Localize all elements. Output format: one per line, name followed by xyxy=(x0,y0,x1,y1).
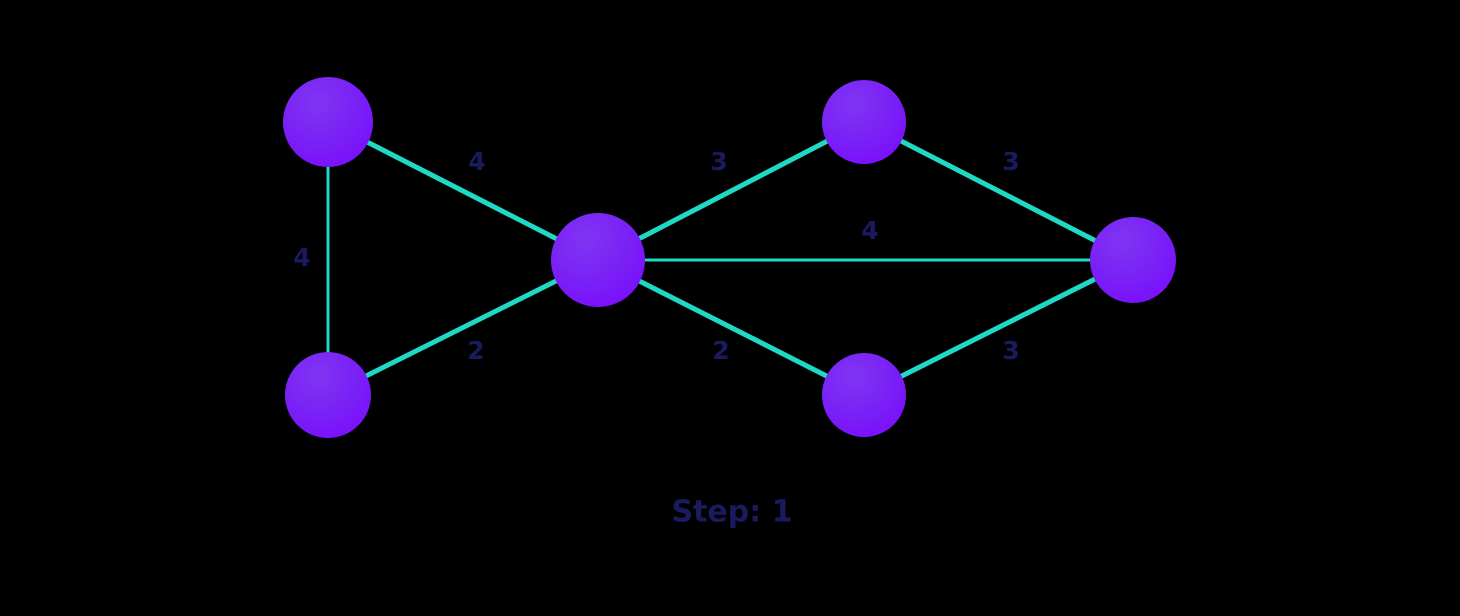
graph-edge xyxy=(325,257,601,398)
nodes-layer xyxy=(283,77,1176,438)
edge-weight-label: 4 xyxy=(861,216,878,245)
graph-step-title: Step: 1 xyxy=(671,495,792,530)
edge-weight-label: 3 xyxy=(710,147,727,176)
graph-node[interactable] xyxy=(285,352,371,438)
graph-node[interactable] xyxy=(1090,217,1176,303)
graph-edge xyxy=(325,119,601,263)
edge-weight-label: 2 xyxy=(467,336,484,365)
graph-node[interactable] xyxy=(551,213,645,307)
graph-node[interactable] xyxy=(283,77,373,167)
edge-weight-label: 3 xyxy=(1002,147,1019,176)
graph-edge xyxy=(861,119,1136,263)
edge-weight-label: 4 xyxy=(293,243,310,272)
graph-node[interactable] xyxy=(822,353,906,437)
edge-weight-label: 4 xyxy=(468,147,485,176)
graph-edge xyxy=(595,119,867,263)
edge-weight-label: 2 xyxy=(712,336,729,365)
edges-layer xyxy=(325,119,1136,398)
edge-weight-label: 3 xyxy=(1002,336,1019,365)
graph-edge xyxy=(595,257,867,398)
graph-node[interactable] xyxy=(822,80,906,164)
edge-labels-layer: 4 4 2 3 2 4 3 3 xyxy=(293,147,1019,365)
graph-edge xyxy=(861,257,1136,398)
